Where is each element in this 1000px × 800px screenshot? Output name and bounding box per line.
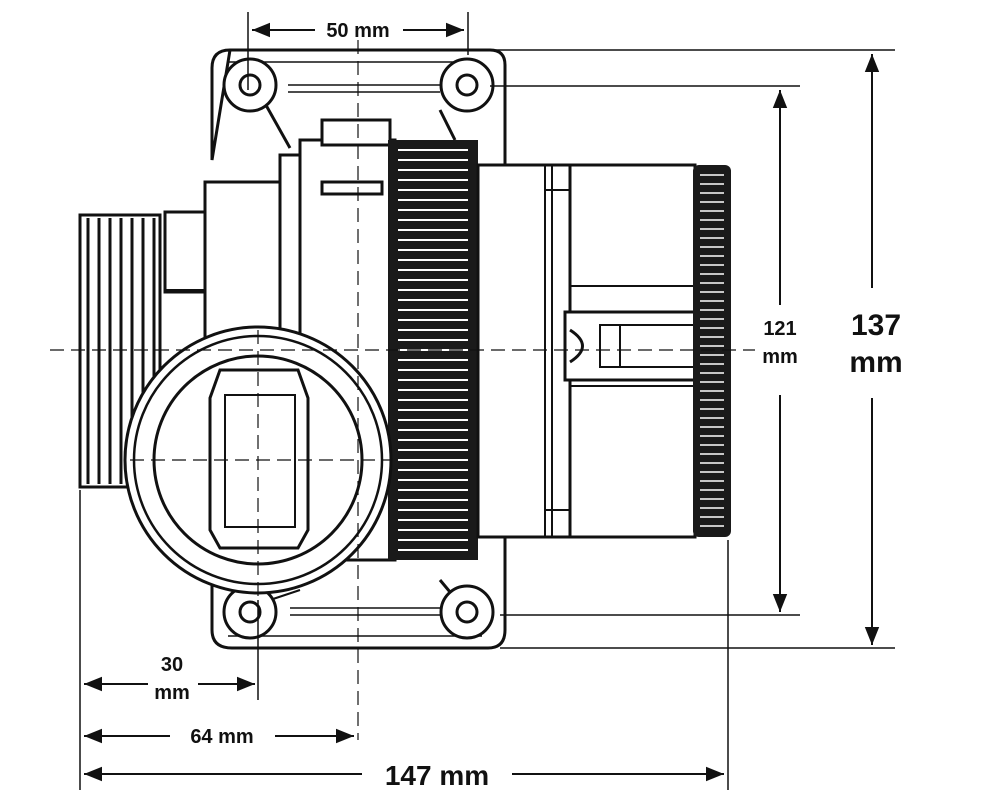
dimension-arrows — [84, 22, 880, 782]
mounting-hole-bottom-left — [222, 584, 278, 640]
dim-short-offset-value: 30 — [161, 654, 183, 676]
dim-inner-height-unit: mm — [762, 346, 798, 368]
dim-short-offset-unit: mm — [154, 682, 190, 704]
motor-section — [476, 163, 702, 539]
dim-mid-offset-label: 64 mm — [190, 726, 253, 748]
mounting-hole-top-left — [222, 57, 278, 113]
extension-lines — [79, 12, 895, 790]
dim-outer-height-unit: mm — [849, 346, 902, 379]
dim-total-width-label: 147 mm — [385, 760, 489, 791]
mounting-hole-bottom-right — [439, 584, 495, 640]
mounting-hole-top-right — [439, 57, 495, 113]
dim-inner-height-value: 121 — [763, 318, 796, 340]
motor-end-cap — [693, 165, 731, 537]
dim-outer-height-value: 137 — [851, 309, 901, 342]
dim-top-width-label: 50 mm — [326, 20, 389, 42]
center-lines — [50, 40, 755, 740]
